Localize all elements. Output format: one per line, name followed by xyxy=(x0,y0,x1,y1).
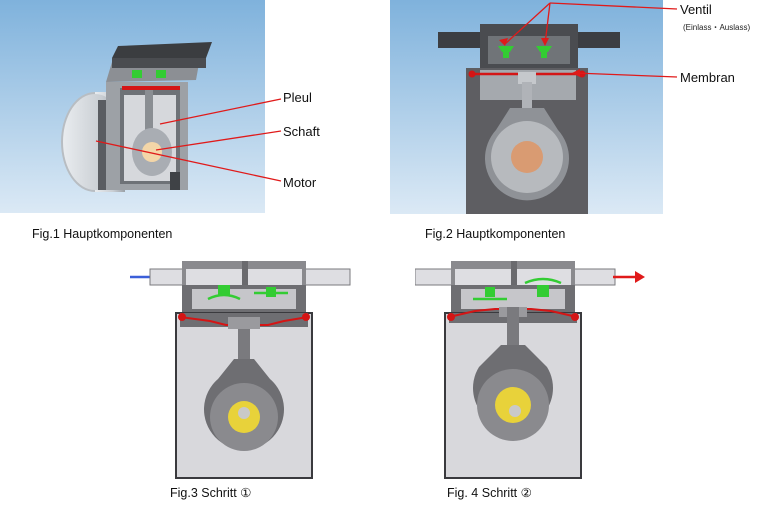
fig4-crank-gear xyxy=(495,387,531,423)
fig1-shaft xyxy=(142,142,162,162)
fig4-valve-inlet xyxy=(485,287,495,297)
fig2-caption: Fig.2 Hauptkomponenten xyxy=(425,227,566,241)
label-schaft: Schaft xyxy=(283,124,320,139)
fig1-valve-left xyxy=(132,70,142,78)
fig4-caption: Fig. 4 Schritt ② xyxy=(447,486,532,500)
fig4-valve-outlet xyxy=(537,285,549,297)
label-membran: Membran xyxy=(680,70,735,85)
fig3-panel xyxy=(130,255,360,480)
fig1-pump-render xyxy=(0,0,265,213)
fig2-valve-inlet xyxy=(498,46,514,52)
fig3-valve-inlet xyxy=(218,285,230,295)
fig1-caption: Fig.1 Hauptkomponenten xyxy=(32,227,173,241)
fig3-caption: Fig.3 Schritt ① xyxy=(170,486,252,500)
fig2-bearing xyxy=(511,141,543,173)
fig3-step1-diagram xyxy=(130,261,351,479)
label-ventil: Ventil xyxy=(680,2,712,17)
fig2-panel xyxy=(390,0,663,214)
fig4-step2-diagram xyxy=(415,261,645,479)
fig2-pump-section xyxy=(390,0,663,214)
label-pleul: Pleul xyxy=(283,90,312,105)
label-ventil-sub: (Einlass・Auslass) xyxy=(683,23,751,32)
fig1-panel xyxy=(0,0,265,213)
fig1-membrane xyxy=(122,86,180,90)
fig2-valve-outlet xyxy=(536,46,552,52)
fig1-valve-right xyxy=(156,70,166,78)
label-motor: Motor xyxy=(283,175,317,190)
fig4-panel xyxy=(415,255,655,480)
